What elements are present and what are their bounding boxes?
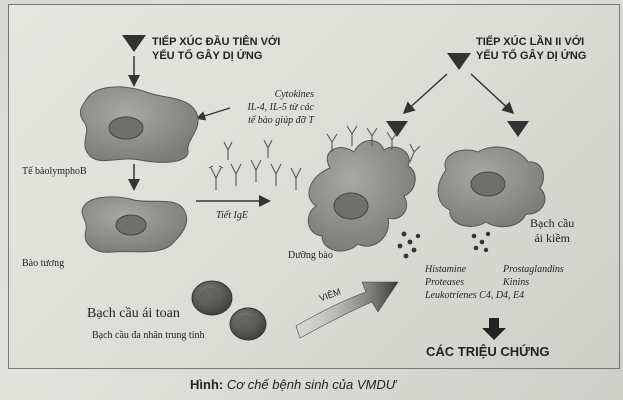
mediators-left: Histamine Proteases Leukotrienes C4, D4,… (425, 263, 524, 302)
mediator-histamine: Histamine (425, 264, 467, 275)
mediator-proteases: Proteases (425, 277, 465, 288)
caption-prefix: Hình: (190, 377, 224, 392)
arrow-cytokines (195, 107, 231, 121)
ige-antibodies (208, 139, 302, 190)
allergen-triangle-basophil (507, 121, 529, 137)
arrow-second-right (470, 73, 515, 115)
basophil-line1: Bạch cầu (530, 216, 575, 230)
first-exposure-label: TIẾP XÚC ĐẦU TIÊN VỚI YẾU TỐ GÂY DỊ ỨNG (152, 35, 280, 63)
caption-text: Cơ chế bệnh sinh của VMDƯ (226, 377, 397, 392)
arrow-second-left (402, 73, 448, 115)
plasma-cell (81, 196, 188, 253)
neutrophil-label: Bạch cầu đa nhân trung tính (92, 330, 205, 341)
eosinophil-label: Bạch cầu ái toan (87, 306, 180, 321)
cytokines-line3: tế bào giúp đỡ T (248, 115, 314, 126)
ige-secretion-label: Tiết IgE (216, 210, 248, 221)
b-lymphocyte-label: Tế bàolymphoB (22, 166, 87, 177)
figure-caption: Hình: Cơ chế bệnh sinh của VMDƯ (190, 377, 396, 392)
mediators-right: Prostaglandins Kinins (503, 263, 564, 289)
symptoms-arrow (482, 318, 506, 340)
second-exposure-label: TIẾP XÚC LẦN II VỚI YẾU TỐ GÂY DỊ ỨNG (476, 35, 586, 63)
second-exposure-line1: TIẾP XÚC LẦN II VỚI (476, 36, 585, 48)
neutrophil-cell (229, 307, 267, 341)
allergen-triangle-first (122, 35, 146, 52)
plasma-cell-label: Bào tương (22, 258, 65, 269)
symptoms-label: CÁC TRIỆU CHỨNG (426, 344, 550, 359)
b-lymphocyte-cell (79, 86, 199, 163)
basophil-line2: ái kiềm (534, 231, 570, 245)
cytokines-label: Cytokines IL-4, IL-5 từ các tế bào giúp … (222, 88, 314, 127)
first-exposure-line1: TIẾP XÚC ĐẦU TIÊN VỚI (152, 36, 281, 48)
allergen-triangle-mast (386, 121, 408, 137)
basophil-cell (437, 146, 546, 253)
mediator-kinins: Kinins (503, 277, 530, 288)
mast-cell (307, 125, 421, 259)
mediator-leukotrienes: Leukotrienes C4, D4, E4 (425, 290, 525, 301)
cytokines-line2: IL-4, IL-5 từ các (247, 102, 314, 113)
mediator-prostaglandins: Prostaglandins (503, 264, 564, 275)
cytokines-line1: Cytokines (274, 89, 314, 100)
mast-cell-label: Dưỡng bào (288, 250, 333, 261)
inflammation-arrow (295, 281, 399, 339)
first-exposure-line2: YẾU TỐ GÂY DỊ ỨNG (152, 50, 263, 62)
eosinophil-cell (191, 280, 233, 316)
allergen-triangle-second (447, 53, 471, 70)
basophil-label: Bạch cầu ái kiềm (530, 216, 574, 246)
second-exposure-line2: YẾU TỐ GÂY DỊ ỨNG (476, 50, 587, 62)
